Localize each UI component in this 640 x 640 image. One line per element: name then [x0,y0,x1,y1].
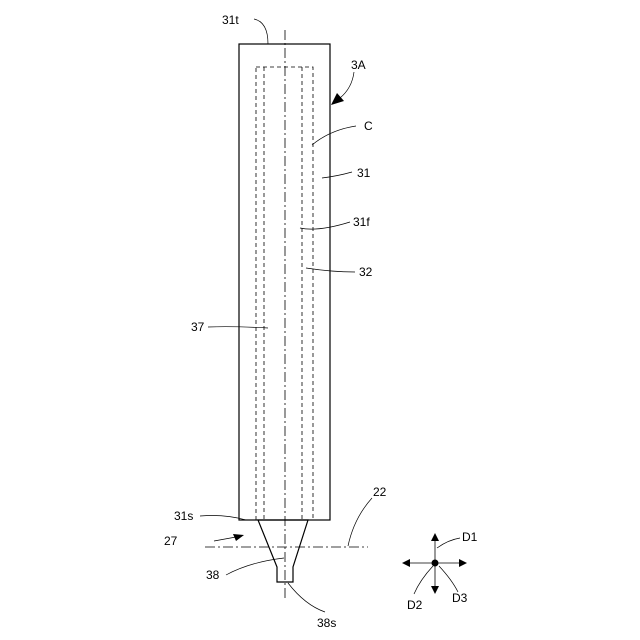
label-38: 38 [206,568,220,582]
label-C: C [364,119,373,133]
leader-D2 [414,566,433,594]
leader-D3 [439,566,458,592]
outer-body [239,44,330,520]
leader-31t [254,19,268,44]
origin-dot-icon [432,560,439,567]
inner-member-outline [256,67,313,520]
label-32: 32 [359,265,373,279]
region-leader [214,537,236,541]
assembly-arrowhead [331,93,344,105]
label-3A: 3A [351,58,366,72]
leader-D1 [437,538,460,548]
label-27: 27 [164,534,178,548]
arrow-down-icon [431,586,439,594]
label-D3: D3 [452,591,468,605]
label-31: 31 [357,166,371,180]
label-31s: 31s [174,509,193,523]
label-D1: D1 [462,530,478,544]
region-arrowhead [233,534,244,541]
direction-indicator [402,533,467,594]
leader-22 [348,498,372,546]
leader-31 [322,172,352,178]
leader-38s [288,583,325,612]
label-31t: 31t [222,13,239,27]
label-22: 22 [373,485,387,499]
label-D2: D2 [407,598,423,612]
leader-37 [208,327,268,328]
leader-31f [300,222,350,229]
arrow-right-icon [459,559,467,567]
arrow-left-icon [402,559,410,567]
arrow-up-icon [431,533,439,541]
tip [258,520,308,582]
assembly-leader [340,72,354,98]
label-38s: 38s [317,616,336,630]
leader-C [312,126,356,145]
leader-38 [226,558,284,575]
label-37: 37 [191,320,205,334]
label-31f: 31f [353,215,370,229]
